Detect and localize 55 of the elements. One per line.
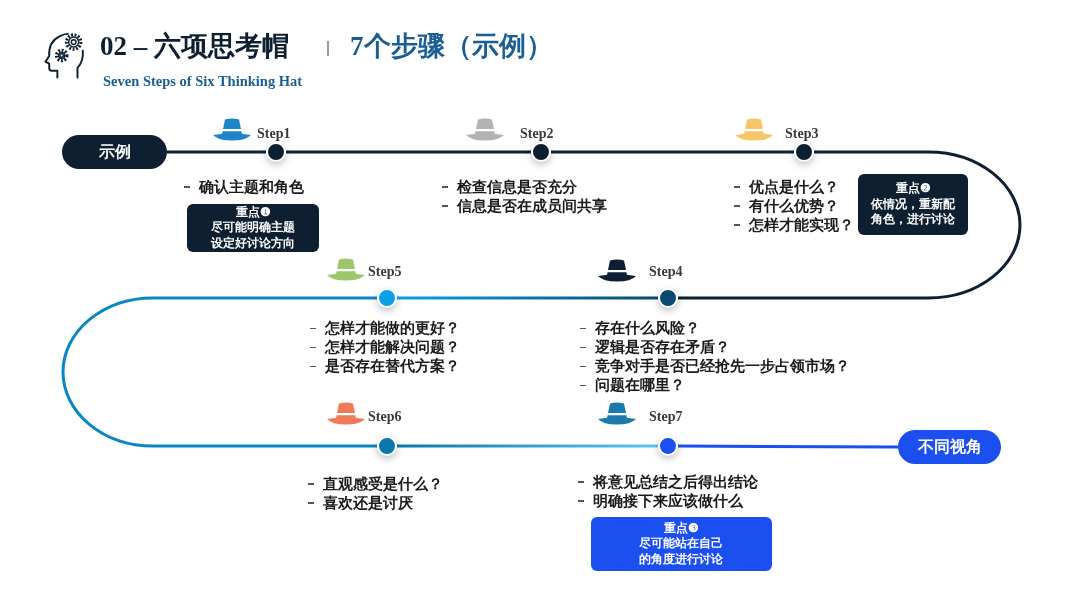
connector-line [61, 296, 377, 448]
key-point-box [187, 204, 319, 252]
list-item-text: 优点是什么？ [749, 177, 839, 197]
start-pill [62, 135, 167, 169]
step-dot [377, 436, 397, 456]
connector-line [286, 150, 531, 154]
list-item-text: 竞争对手是否已经抢先一步占领市场？ [595, 357, 850, 376]
pill-label: 示例 [98, 142, 131, 162]
list-item-text: 问题在哪里？ [595, 376, 685, 395]
note-text: 尽可能明确主题设定好讨论方向 [209, 220, 296, 252]
note-text: 尽可能站在自己的角度进行讨论 [638, 536, 725, 568]
list-item-text: 怎样才能实现？ [749, 215, 854, 235]
end-pill [898, 430, 1001, 464]
subtitle-heading: 7个步骤（示例） [350, 30, 553, 63]
list-item-text: 是否存在替代方案？ [325, 357, 460, 376]
step-label: Step5 [368, 264, 402, 280]
english-subtitle: Seven Steps of Six Thinking Hat [103, 72, 303, 90]
note-heading: 重点❷ [895, 181, 931, 197]
pill-label: 不同视角 [917, 437, 982, 457]
step-label: Step7 [649, 409, 683, 425]
list-item-text: 有什么优势？ [749, 196, 839, 216]
step-label: Step4 [649, 264, 683, 280]
step-dot [794, 142, 814, 162]
step-dot [658, 288, 678, 308]
list-item-text: 明确接下来应该做什么 [593, 491, 743, 511]
step-dot [266, 142, 286, 162]
list-item-text: 将意见总结之后得出结论 [593, 472, 758, 492]
step-label: Step2 [520, 126, 554, 142]
key-point-box [858, 174, 968, 235]
connector-line [551, 150, 794, 154]
key-point-box [591, 517, 772, 571]
list-item-text: 喜欢还是讨厌 [323, 493, 413, 513]
step-dot [377, 288, 397, 308]
note-text: 依情况，重新配角色，进行讨论 [870, 196, 956, 228]
step-label: Step3 [785, 126, 819, 142]
list-item-text: 信息是否在成员间共享 [457, 196, 607, 216]
note-heading: 重点❶ [235, 204, 271, 220]
list-item-text: 直观感受是什么？ [323, 474, 443, 494]
note-heading: 重点❸ [664, 520, 699, 537]
connector-line [678, 150, 1022, 300]
step-dot [531, 142, 551, 162]
connector-line [678, 444, 898, 449]
connector-line [167, 150, 266, 154]
step-label: Step6 [368, 409, 402, 425]
connector-line [397, 296, 658, 300]
list-item-text: 逻辑是否存在矛盾？ [595, 338, 730, 357]
list-item-text: 怎样才能做的更好？ [325, 319, 460, 338]
list-item-text: 存在什么风险？ [595, 319, 700, 338]
list-item-text: 检查信息是否充分 [457, 177, 577, 197]
title: 02 – 六项思考帽 [100, 30, 289, 63]
step-dot [658, 436, 678, 456]
step-label: Step1 [257, 126, 291, 142]
list-item-text: 怎样才能解决问题？ [325, 338, 460, 357]
connector-line [397, 444, 658, 448]
list-item-text: 确认主题和角色 [199, 177, 304, 197]
